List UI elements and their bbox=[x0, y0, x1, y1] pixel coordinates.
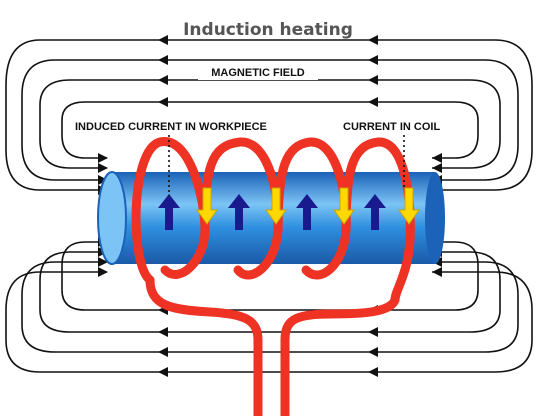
diagram-title: Induction heating bbox=[183, 20, 353, 40]
magnetic-field-label-bg bbox=[198, 64, 318, 80]
current-in-coil-label: CURRENT IN COIL bbox=[343, 121, 440, 133]
induced-current-label: INDUCED CURRENT IN WORKPIECE bbox=[75, 121, 267, 133]
label-pointers bbox=[168, 135, 405, 196]
induction-coil bbox=[131, 137, 415, 416]
field-lines-bottom bbox=[5, 241, 533, 373]
arrow-down-icon bbox=[196, 187, 420, 225]
arrow-up-icon bbox=[158, 194, 386, 230]
magnetic-field-label: MAGNETIC FIELD bbox=[211, 67, 305, 79]
